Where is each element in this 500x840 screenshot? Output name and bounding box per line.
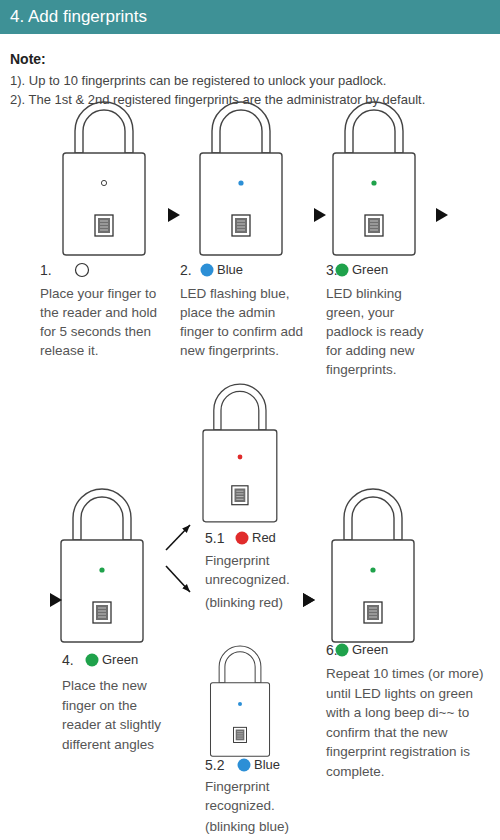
step-header: 2. Blue xyxy=(180,260,305,280)
step-number: 5.2 xyxy=(205,755,224,775)
note-heading: Note: xyxy=(10,50,46,69)
note-text: 2). The 1st & 2nd registered fingerprint… xyxy=(10,90,425,109)
padlock-illustration xyxy=(203,384,277,522)
padlock-led xyxy=(371,180,376,185)
step-box: 5.2 BlueFingerprint recognized. (blinking … xyxy=(190,585,305,836)
step-description: LED blinking green, your padlock is read… xyxy=(326,284,434,379)
step-body: Fingerprint recognized. (blinking blue) xyxy=(205,777,305,836)
led-color-word: Blue xyxy=(217,260,243,280)
step-description: Fingerprint recognized. xyxy=(205,777,305,815)
step-body: LED blinking green, your padlock is read… xyxy=(326,284,434,379)
flow-triangle xyxy=(305,214,326,216)
padlock-led xyxy=(101,180,106,185)
padlock-led xyxy=(99,567,104,572)
step-box: 6. GreenRepeat 10 times (or more) until L… xyxy=(315,495,487,781)
led-dot xyxy=(236,532,249,545)
step-number: 4. xyxy=(62,650,74,670)
step-body: Place your finger to the reader and hold… xyxy=(40,284,162,360)
flow-triangle xyxy=(305,600,315,700)
step-number: 1. xyxy=(40,260,52,280)
padlock-led xyxy=(238,455,243,460)
padlock-led xyxy=(370,567,375,572)
step-body: Place the new finger on the reader at sl… xyxy=(62,676,166,754)
step-description: (blinking red) xyxy=(205,593,305,612)
padlock-illustration xyxy=(61,489,143,642)
led-dot xyxy=(201,264,214,277)
led-dot xyxy=(238,759,251,772)
step-box: 2. BlueLED flashing blue, place the admin… xyxy=(180,100,305,360)
flow-triangle xyxy=(20,215,490,600)
section-title: 4. Add fingerprints xyxy=(0,0,500,34)
title-band xyxy=(0,0,500,34)
padlock-led xyxy=(238,702,242,706)
step-number: 5.1 xyxy=(205,528,224,548)
step-body: Fingerprint unrecognized. (blinking red) xyxy=(205,551,305,612)
padlock-illustration xyxy=(211,646,270,756)
step-body: Repeat 10 times (or more) until LED ligh… xyxy=(326,664,487,781)
step-header: 1. xyxy=(40,260,162,280)
step-description: Repeat 10 times (or more) until LED ligh… xyxy=(326,664,487,781)
padlock-illustration xyxy=(333,102,415,255)
step-body: LED flashing blue, place the admin finge… xyxy=(180,284,305,360)
padlock-illustration xyxy=(332,489,414,642)
flow-triangle xyxy=(162,214,180,216)
padlock-led xyxy=(238,180,243,185)
led-color-word: Red xyxy=(252,528,276,548)
connector-group xyxy=(20,215,490,700)
note-text: 1). Up to 10 fingerprints can be registe… xyxy=(10,71,387,90)
step-header: 4. Green xyxy=(62,650,166,670)
led-color-word: Blue xyxy=(254,755,280,775)
step-description: LED flashing blue, place the admin finge… xyxy=(180,284,305,360)
led-dot xyxy=(86,654,99,667)
led-dot xyxy=(76,264,89,277)
step-number: 2. xyxy=(180,260,192,280)
flow-arrow xyxy=(166,566,190,592)
flow-triangle xyxy=(305,599,315,601)
padlock-illustration xyxy=(200,102,282,255)
step-number: 6. xyxy=(326,640,338,660)
step-description: Place your finger to the reader and hold… xyxy=(40,284,162,360)
led-color-word: Green xyxy=(352,640,388,660)
flow-arrow xyxy=(166,525,190,550)
led-color-word: Green xyxy=(352,260,388,280)
step-box: 4. GreenPlace the new finger on the reade… xyxy=(62,495,166,754)
step-header: 3. Green xyxy=(326,260,434,280)
padlock-illustration xyxy=(63,102,145,255)
step-description: Fingerprint unrecognized. xyxy=(205,551,305,589)
step-header: 6. Green xyxy=(326,640,487,660)
step-box: 5.1 RedFingerprint unrecognized. (blinking… xyxy=(190,375,305,612)
step-header: 5.1 Red xyxy=(205,528,305,548)
step-box: 3. GreenLED blinking green, your padlock … xyxy=(326,100,434,379)
step-description: Place the new finger on the reader at sl… xyxy=(62,676,166,754)
step-number: 3. xyxy=(326,260,338,280)
step-box: 1. Place your finger to the reader and ho… xyxy=(40,100,162,360)
step-description: (blinking blue) xyxy=(205,817,305,836)
led-color-word: Green xyxy=(102,650,138,670)
step-header: 5.2 Blue xyxy=(205,755,305,775)
